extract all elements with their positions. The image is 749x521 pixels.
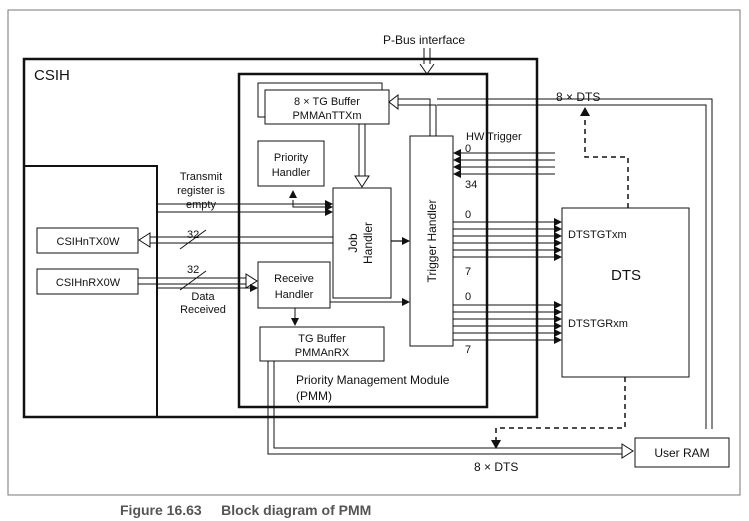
priority-to-job-arrow xyxy=(292,200,333,211)
trigger-handler-label: Trigger Handler xyxy=(425,200,439,283)
dts-top-label: 8 × DTS xyxy=(556,90,600,104)
dts-to-tgbuffer-path xyxy=(437,98,713,429)
data-received-line2: Received xyxy=(180,304,226,316)
caption-number: Figure 16.63 xyxy=(120,502,202,518)
dts-dashed-down-arrowhead xyxy=(491,440,501,449)
dts-block xyxy=(561,207,690,378)
transmit-label-line1: Transmit xyxy=(180,171,222,183)
dtstgrxm-label: DTSTGRxm xyxy=(568,318,628,330)
caption-title: Block diagram of PMM xyxy=(221,502,372,518)
pmm-block xyxy=(237,72,489,409)
transmit-label-line2: register is xyxy=(177,185,225,197)
tx-index-end: 7 xyxy=(465,266,471,278)
receive-handler-line2: Handler xyxy=(275,289,314,301)
rx-index-end: 7 xyxy=(465,344,471,356)
figure-caption: Figure 16.63 Block diagram of PMM xyxy=(120,502,371,518)
figure-frame xyxy=(7,9,741,496)
job-handler-line1: Job xyxy=(346,233,360,253)
pbus-arrow xyxy=(419,48,435,75)
csihntx0w-label: CSIHnTX0W xyxy=(57,236,121,248)
dts-dashed-up-arrowhead xyxy=(580,107,590,116)
csih-inner-block xyxy=(23,165,158,418)
hw-trigger-label: HW Trigger xyxy=(466,131,522,143)
tx-trigger-lines xyxy=(453,218,562,261)
bus-width-tx: 32 xyxy=(187,229,199,241)
tx-data-bus xyxy=(138,229,333,250)
tg-buffer-tx-line1: 8 × TG Buffer xyxy=(294,96,360,108)
job-handler-line2: Handler xyxy=(361,222,375,264)
tg-buffer-rx-line1: TG Buffer xyxy=(298,333,346,345)
trigger-to-tgbuffer-path xyxy=(388,93,437,136)
pbus-label: P-Bus interface xyxy=(383,33,465,47)
dts-dashed-down-path xyxy=(495,377,626,440)
priority-handler-line2: Handler xyxy=(272,167,311,179)
rx-index-start: 0 xyxy=(465,291,471,303)
user-ram-block xyxy=(634,437,730,468)
csih-label: CSIH xyxy=(34,67,70,84)
priority-handler xyxy=(257,140,325,187)
hw-trigger-start: 0 xyxy=(465,143,471,155)
rxbuffer-to-userram-path xyxy=(267,361,634,459)
bus-width-rx: 32 xyxy=(187,264,199,276)
user-ram-label: User RAM xyxy=(654,446,709,460)
dtstgtxm-label: DTSTGTxm xyxy=(568,229,627,241)
csihnrx0w-register xyxy=(36,268,139,295)
tg-buffer-tx xyxy=(264,89,390,125)
job-handler xyxy=(332,187,392,299)
tg-buffer-to-job-arrow xyxy=(354,124,370,188)
hw-trigger-end: 34 xyxy=(465,179,477,191)
tx-index-start: 0 xyxy=(465,209,471,221)
priority-handler-line1: Priority xyxy=(274,152,309,164)
receive-handler xyxy=(257,261,331,309)
tg-buffer-tx-line2: PMMAnTTXm xyxy=(292,110,361,122)
dts-dashed-up-path xyxy=(584,113,629,208)
hw-trigger-lines xyxy=(453,149,555,178)
csihnrx0w-label: CSIHnRX0W xyxy=(56,277,121,289)
receive-handler-line1: Receive xyxy=(274,273,314,285)
tg-buffer-rx-line2: PMMAnRX xyxy=(295,347,350,359)
pmm-label-line2: (PMM) xyxy=(296,389,332,403)
data-received-line1: Data xyxy=(191,291,215,303)
tg-buffer-rx xyxy=(259,326,385,362)
priority-up-arrow xyxy=(289,190,297,198)
csihntx0w-register xyxy=(36,227,139,254)
pmm-label-line1: Priority Management Module xyxy=(296,373,450,387)
transmit-label-line3: empty xyxy=(186,199,216,211)
rx-trigger-lines xyxy=(453,301,562,344)
dts-label: DTS xyxy=(611,267,641,284)
dts-bottom-label: 8 × DTS xyxy=(474,460,518,474)
trigger-handler xyxy=(409,135,454,347)
